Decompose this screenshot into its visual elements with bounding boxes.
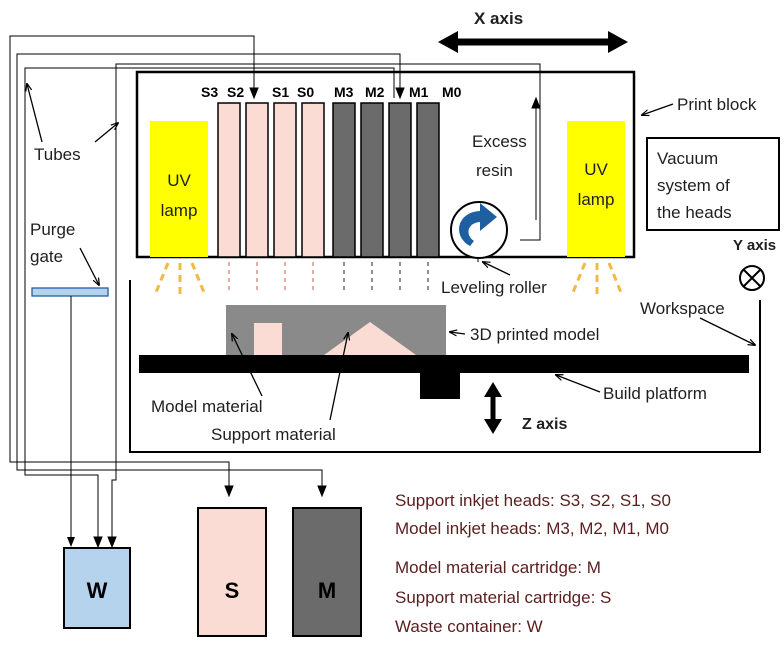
workspace-tray	[129, 280, 761, 453]
model-head-label-m1: M1	[409, 84, 429, 100]
x-axis-arrow	[438, 31, 628, 53]
support-cartridge-label: S	[225, 578, 240, 603]
build-platform-pointer	[556, 375, 601, 393]
model-heads	[332, 102, 440, 258]
legend-item-model-heads: Model inkjet heads: M3, M2, M1, M0	[395, 519, 669, 538]
support-head-label-s2: S2	[227, 84, 244, 100]
model-material-label: Model material	[151, 397, 263, 416]
uv-rays-right	[570, 262, 624, 296]
print-block	[135, 70, 636, 259]
platform-mount	[420, 373, 460, 399]
support-cartridge	[197, 507, 267, 637]
model-head-label-m2: M2	[365, 84, 385, 100]
leveling-roller	[450, 201, 508, 259]
leveling-roller-pointer	[483, 262, 511, 276]
support-head-label-s1: S1	[272, 84, 289, 100]
support-material-pointer	[329, 333, 348, 421]
jetting-lines	[228, 262, 429, 292]
support-material-label: Support material	[211, 425, 336, 444]
tubes-pointer-right	[94, 123, 118, 143]
vacuum-label-3: the heads	[657, 203, 732, 222]
workspace-pointer	[699, 317, 755, 345]
build-platform	[139, 355, 749, 373]
model-cartridge-label: M	[318, 578, 336, 603]
excess-resin-label-1: Excess	[472, 132, 527, 151]
z-axis-label: Z axis	[522, 416, 567, 433]
model-material-pointer	[232, 334, 263, 397]
tubes-pointer-left	[27, 84, 43, 143]
model-cartridge	[292, 507, 362, 637]
purge-gate-pointer	[79, 247, 99, 285]
y-axis-label: Y axis	[733, 237, 776, 254]
vacuum-label-2: system of	[657, 176, 730, 195]
waste-container-label: W	[87, 578, 108, 603]
legend-item-waste-container: Waste container: W	[395, 617, 543, 636]
uv-lamp-left-label-2: lamp	[161, 201, 198, 220]
uv-rays-left	[153, 262, 207, 296]
purge-gate-label-1: Purge	[30, 220, 75, 239]
model-head-m3	[332, 102, 356, 258]
leveling-roller-label: Leveling roller	[441, 278, 547, 297]
vacuum-label-1: Vacuum	[657, 149, 718, 168]
print-block-label: Print block	[677, 95, 757, 114]
legend-item-support-cartridge: Support material cartridge: S	[395, 588, 611, 607]
legend: Support inkjet heads: S3, S2, S1, S0 Mod…	[395, 491, 671, 636]
uv-lamp-left	[150, 121, 208, 257]
tubes	[9, 35, 541, 549]
uv-lamp-right-label-1: UV	[584, 160, 608, 179]
printed-model-pointer	[450, 332, 466, 334]
support-head-s0	[301, 102, 325, 258]
uv-lamp-right-label-2: lamp	[578, 190, 615, 209]
build-platform-label: Build platform	[603, 384, 707, 403]
purge-gate	[31, 287, 109, 297]
uv-lamp-left-label-1: UV	[167, 171, 191, 190]
model-head-label-m3: M3	[334, 84, 354, 100]
purge-gate-label-2: gate	[30, 247, 63, 266]
support-heads	[217, 102, 325, 258]
waste-container	[63, 547, 131, 629]
model-head-m0	[416, 102, 440, 258]
support-block	[254, 323, 282, 355]
support-head-s2	[245, 102, 269, 258]
uv-lamp-right	[567, 121, 625, 257]
printed-model-label: 3D printed model	[470, 325, 599, 344]
vacuum-system-box	[646, 137, 780, 231]
support-head-s1	[273, 102, 297, 258]
support-head-label-s3: S3	[201, 84, 218, 100]
legend-item-model-cartridge: Model material cartridge: M	[395, 558, 601, 577]
model-head-label-m0: M0	[442, 84, 462, 100]
legend-item-support-heads: Support inkjet heads: S3, S2, S1, S0	[395, 491, 671, 510]
support-head-label-s0: S0	[297, 84, 314, 100]
x-axis-label: X axis	[474, 9, 523, 28]
tubes-label: Tubes	[34, 145, 81, 164]
excess-resin-label-2: resin	[476, 161, 513, 180]
model-head-m1	[388, 102, 412, 258]
support-wedge	[324, 322, 416, 355]
z-axis-arrow	[484, 382, 502, 434]
y-axis-into-page-icon	[739, 265, 765, 291]
print-block-pointer	[642, 103, 674, 115]
model-head-m2	[360, 102, 384, 258]
rotation-arrow-icon	[459, 203, 497, 246]
workspace-label: Workspace	[640, 299, 725, 318]
support-head-s3	[217, 102, 241, 258]
